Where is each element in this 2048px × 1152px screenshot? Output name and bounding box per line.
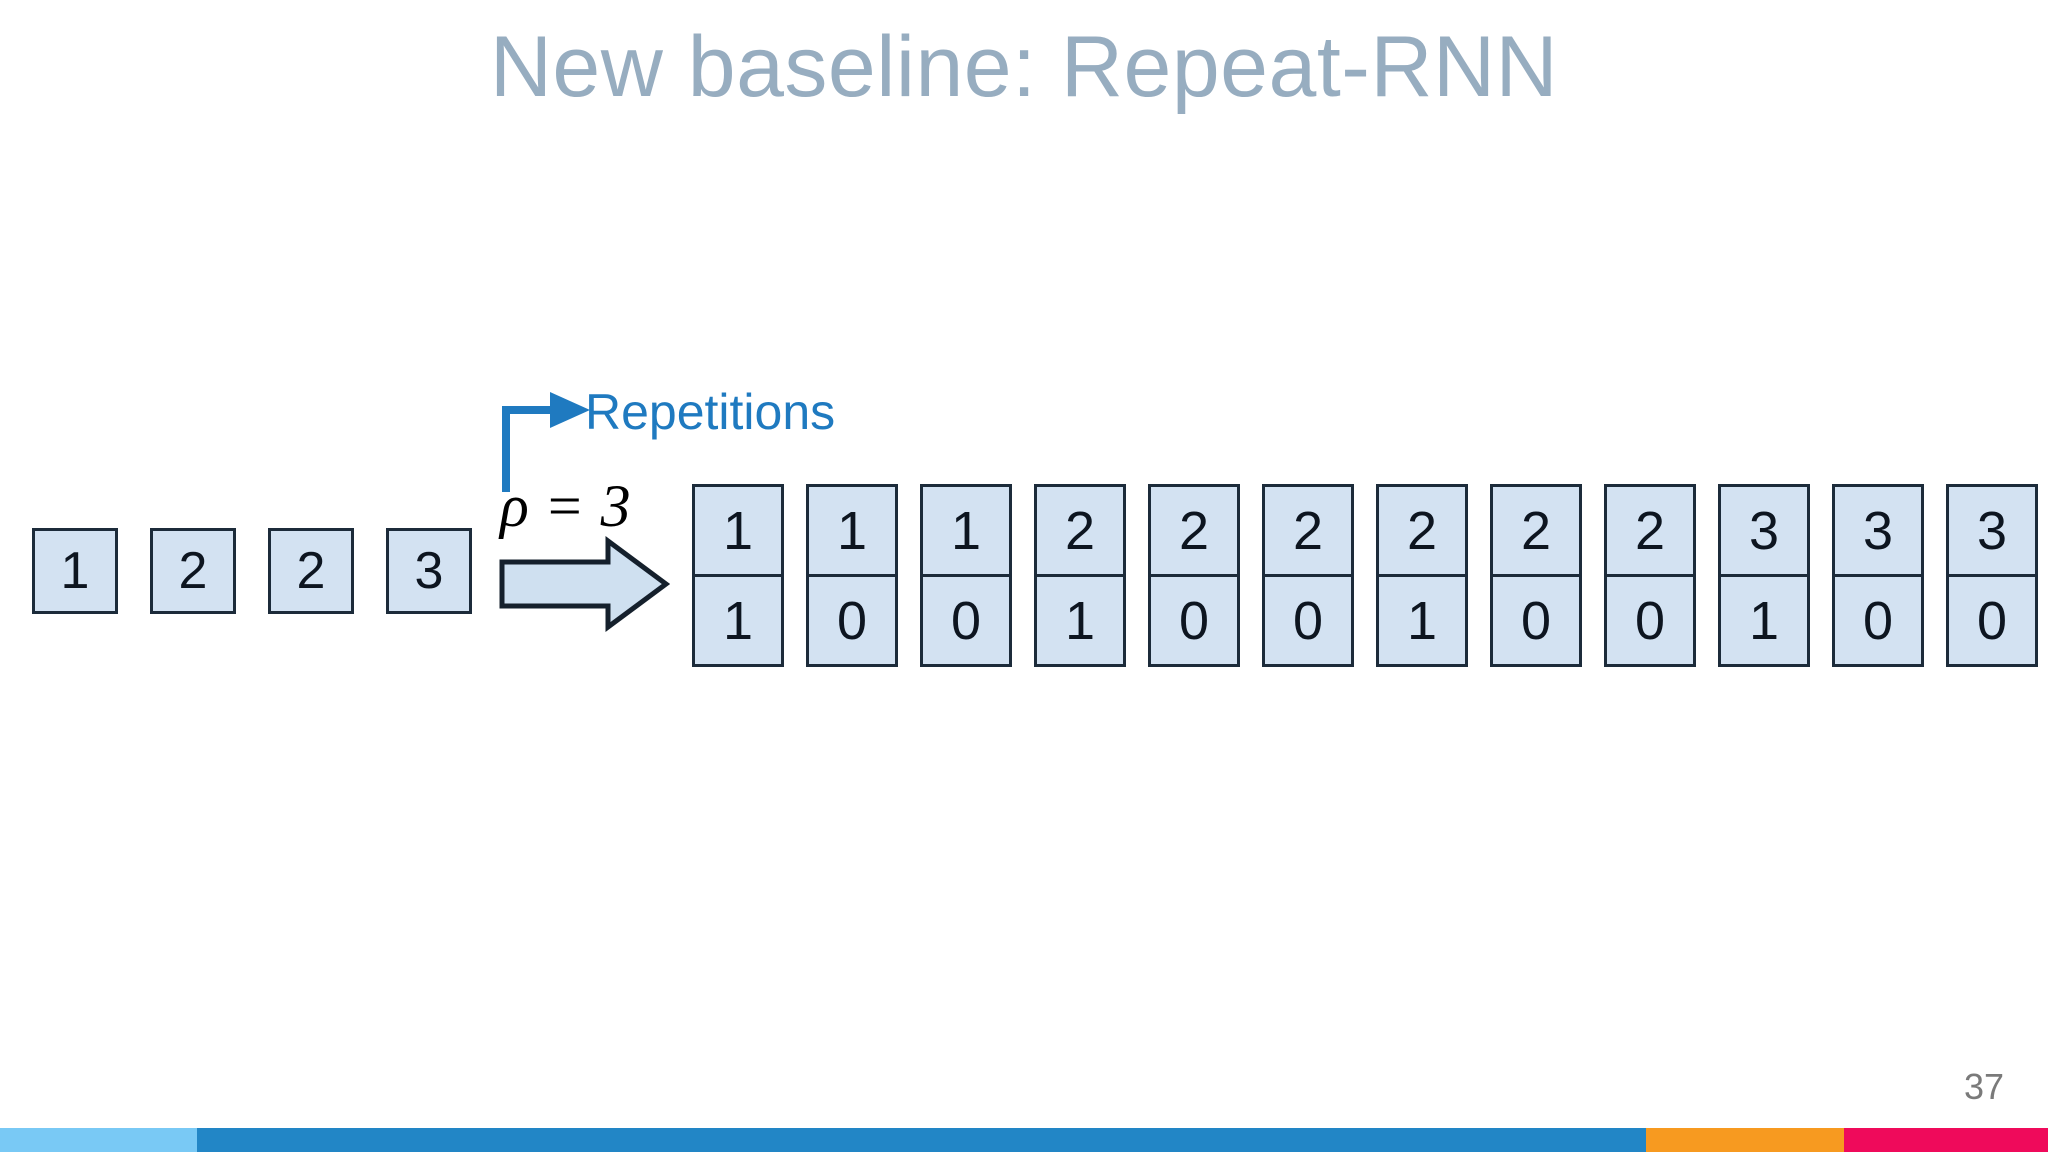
output-cell-token: 1 bbox=[692, 484, 784, 577]
input-cell: 1 bbox=[32, 528, 118, 614]
block-arrow-right-icon bbox=[498, 536, 671, 632]
output-cell-token: 3 bbox=[1718, 484, 1810, 577]
output-cell-token: 2 bbox=[1604, 484, 1696, 577]
output-cell-flag: 0 bbox=[806, 574, 898, 667]
output-cell-flag: 0 bbox=[1148, 574, 1240, 667]
bottom-color-bar bbox=[0, 1128, 2048, 1152]
page-number: 37 bbox=[1963, 1066, 2004, 1107]
output-cell-flag: 0 bbox=[1604, 574, 1696, 667]
input-cell: 3 bbox=[386, 528, 472, 614]
equals-sign: = bbox=[547, 473, 584, 539]
page-title: New baseline: Repeat-RNN bbox=[489, 19, 1559, 115]
output-cell-flag: 0 bbox=[920, 574, 1012, 667]
output-cell-token: 2 bbox=[1034, 484, 1126, 577]
repetitions-label: Repetitions bbox=[585, 384, 836, 440]
input-cell: 2 bbox=[150, 528, 236, 614]
bottom-bar-segment-orange bbox=[1646, 1128, 1844, 1152]
output-cell-token: 3 bbox=[1832, 484, 1924, 577]
input-cell: 2 bbox=[268, 528, 354, 614]
rho-equation: ρ = 3 bbox=[500, 472, 633, 541]
output-cell-flag: 0 bbox=[1490, 574, 1582, 667]
output-cell-flag: 0 bbox=[1262, 574, 1354, 667]
rho-value: 3 bbox=[600, 473, 633, 539]
output-cell-flag: 0 bbox=[1946, 574, 2038, 667]
output-cell-token: 1 bbox=[806, 484, 898, 577]
output-cell-token: 2 bbox=[1148, 484, 1240, 577]
output-cell-token: 1 bbox=[920, 484, 1012, 577]
output-cell-flag: 1 bbox=[1034, 574, 1126, 667]
output-cell-flag: 1 bbox=[692, 574, 784, 667]
output-cell-token: 2 bbox=[1262, 484, 1354, 577]
bottom-bar-segment-pink bbox=[1844, 1128, 2048, 1152]
bottom-bar-segment-light-blue bbox=[0, 1128, 197, 1152]
output-cell-token: 2 bbox=[1376, 484, 1468, 577]
output-cell-flag: 0 bbox=[1832, 574, 1924, 667]
output-cell-flag: 1 bbox=[1376, 574, 1468, 667]
output-cell-flag: 1 bbox=[1718, 574, 1810, 667]
rho-symbol: ρ bbox=[500, 473, 531, 539]
output-cell-token: 3 bbox=[1946, 484, 2038, 577]
output-cell-token: 2 bbox=[1490, 484, 1582, 577]
bottom-bar-segment-blue bbox=[197, 1128, 1646, 1152]
elbow-arrow-right-icon bbox=[498, 386, 628, 496]
